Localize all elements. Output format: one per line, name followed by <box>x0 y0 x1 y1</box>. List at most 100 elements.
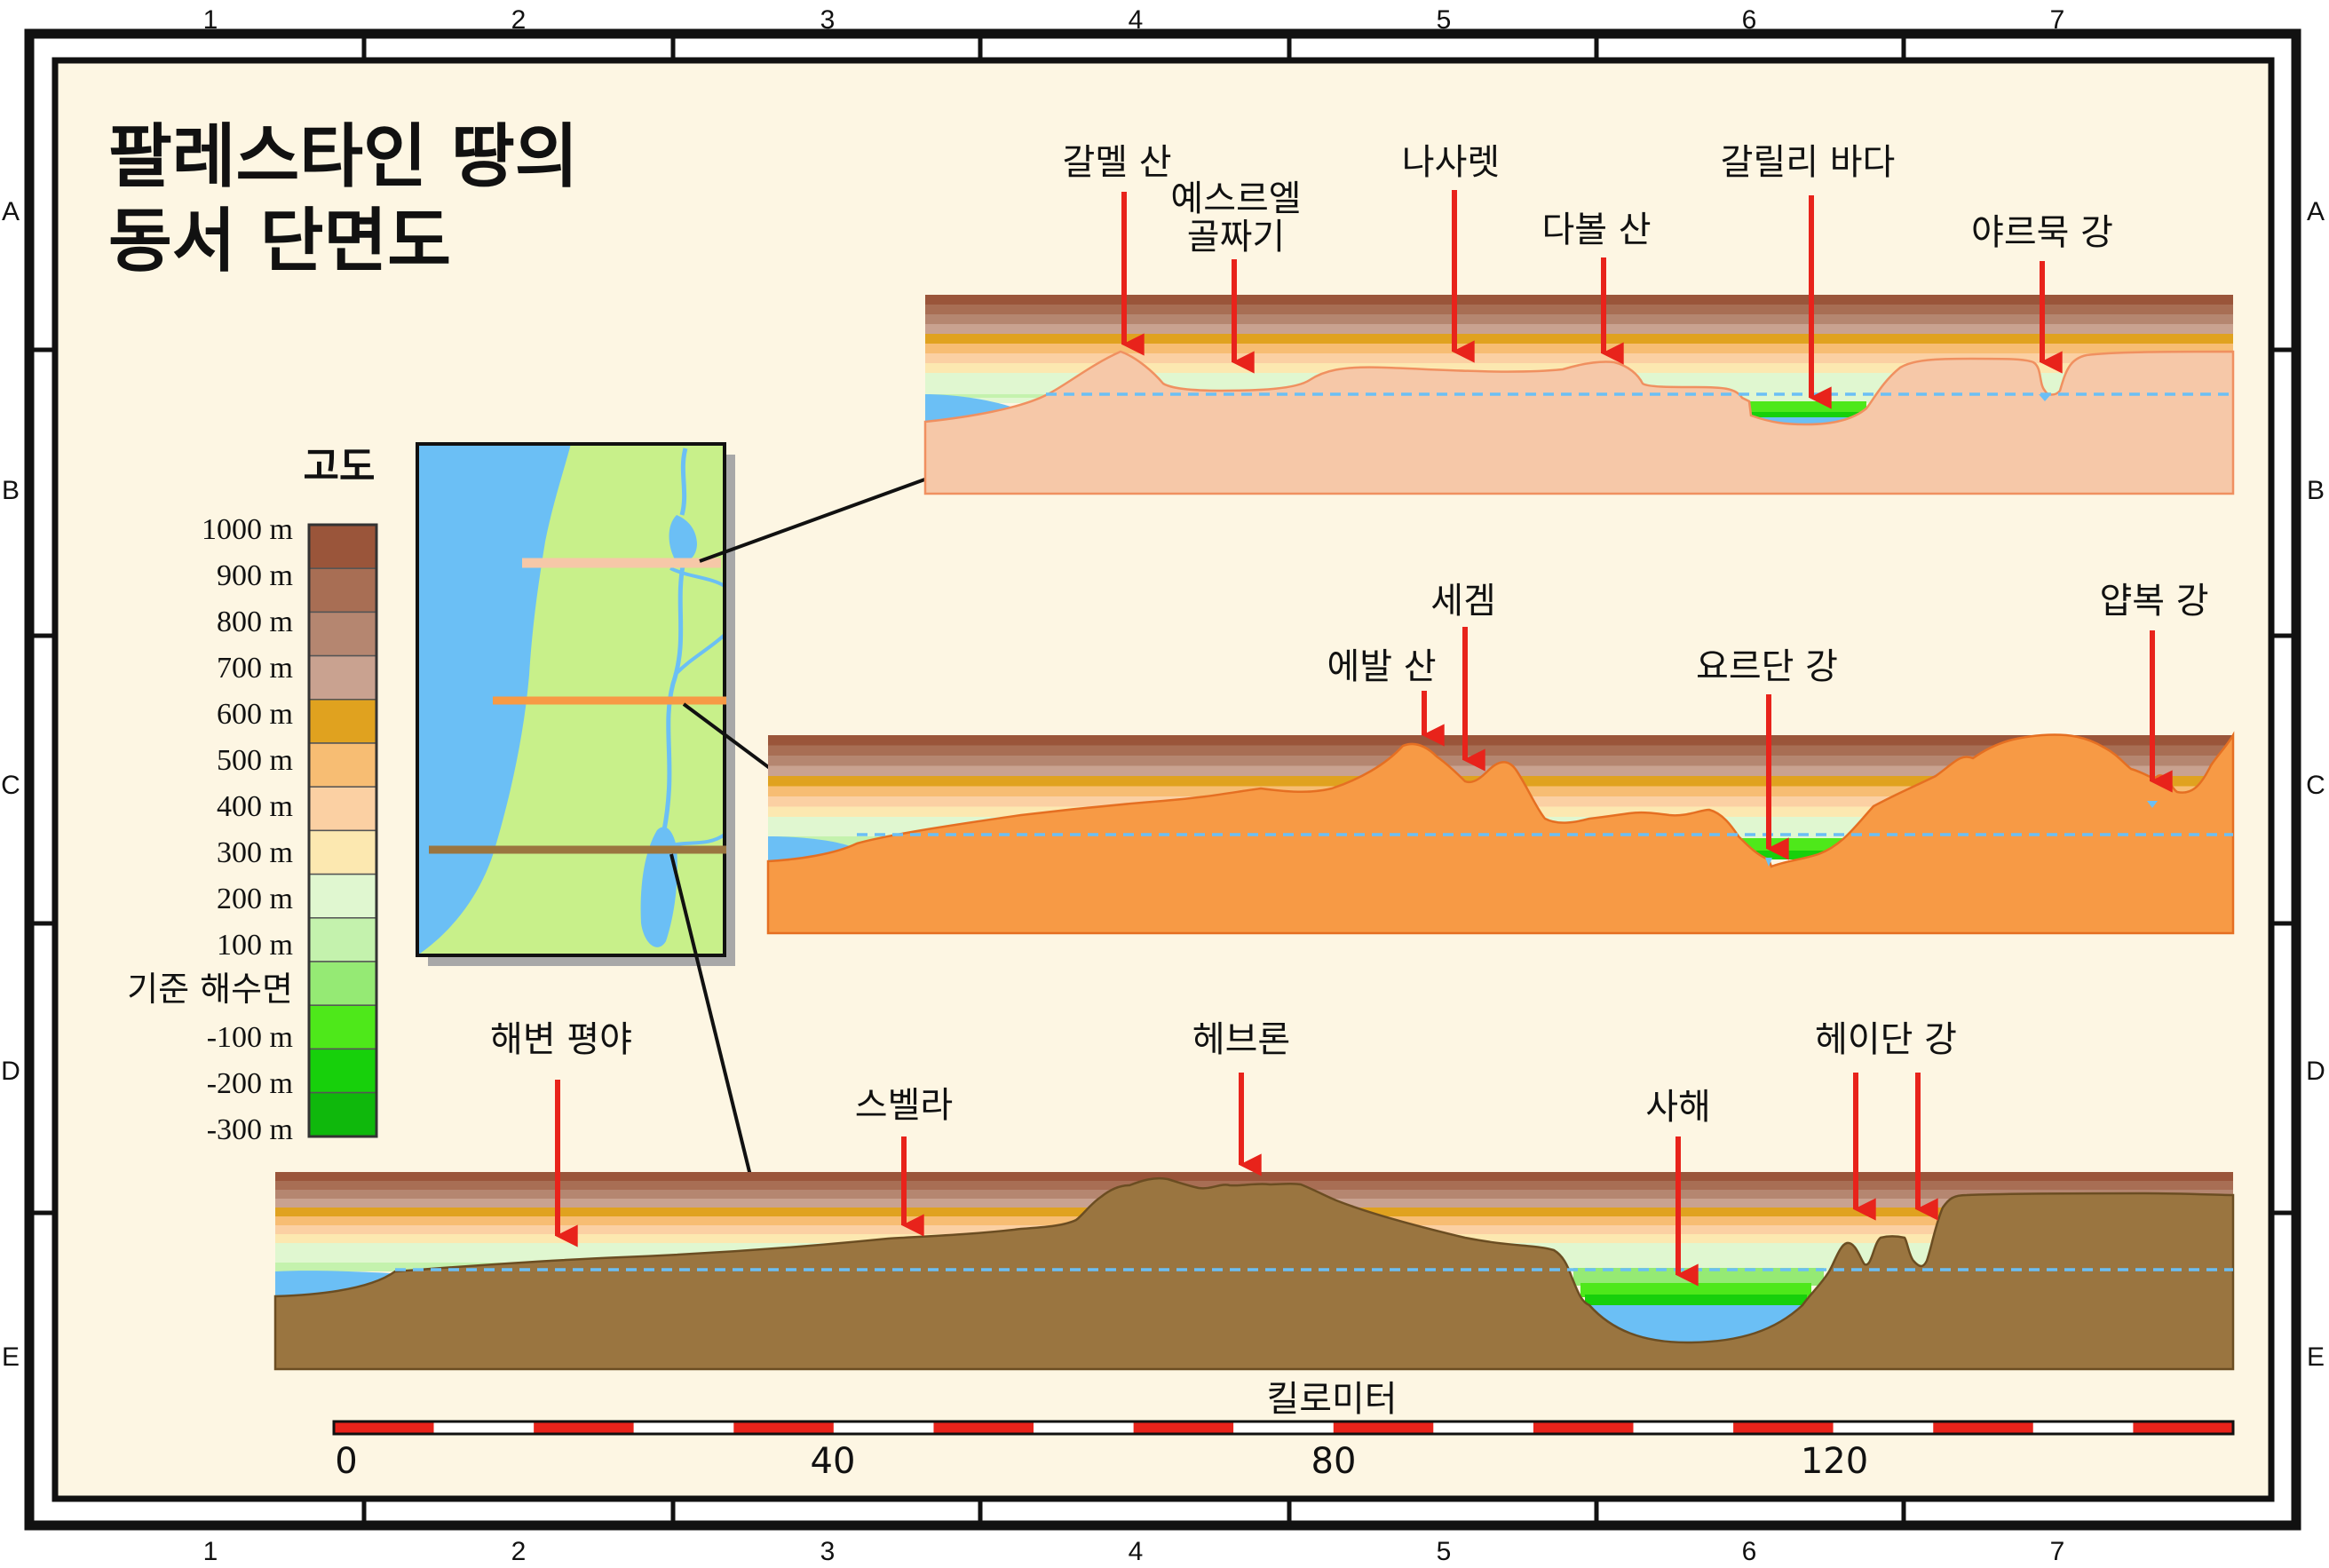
legend-swatch-12 <box>308 1048 377 1094</box>
bandsSouth-band-0 <box>275 1172 2233 1182</box>
grid-ticks <box>29 34 2296 1525</box>
label-jezreel-1: 예스르엘 <box>1170 178 1301 219</box>
scale-segment-3 <box>633 1421 734 1434</box>
bandsNorth-band-1 <box>925 305 2233 315</box>
scale-segment-18 <box>2133 1421 2233 1434</box>
grid-col-7: 7 <box>2050 5 2065 35</box>
profile-south-green-2 <box>1585 1295 1807 1305</box>
scale-tick-80: 80 <box>1311 1441 1357 1482</box>
scale-segment-5 <box>833 1421 934 1434</box>
legend-swatch-10 <box>308 961 377 1006</box>
legend-swatch-0 <box>308 524 377 569</box>
legend-swatch-7 <box>308 829 377 875</box>
grid-col-4: 4 <box>1129 5 1144 35</box>
legend-label-300: 300 m <box>217 836 293 869</box>
jordan-river-inset <box>661 447 688 831</box>
profile-south <box>273 1172 2235 1371</box>
legend-label-800: 800 m <box>217 606 293 638</box>
grid-row-a-right: A <box>2307 197 2325 226</box>
grid-row-d-right: D <box>2306 1057 2325 1086</box>
grid-col-2-bottom: 2 <box>511 1537 527 1566</box>
legend-swatch-5 <box>308 742 377 788</box>
legend-swatch-11 <box>308 1004 377 1050</box>
scale-segment-11 <box>1433 1421 1533 1434</box>
scale-segment-0 <box>334 1421 434 1434</box>
scale-tick-40: 40 <box>811 1441 856 1482</box>
grid-row-d: D <box>1 1057 20 1086</box>
title-line-2: 동서 단면도 <box>108 202 451 281</box>
bandsNorth-band-3 <box>925 324 2233 335</box>
scale-segment-17 <box>2032 1421 2134 1434</box>
dead-sea-inset <box>640 827 677 947</box>
scale-segments <box>334 1421 2233 1434</box>
scale-segment-10 <box>1333 1421 1434 1434</box>
legend-label-900: 900 m <box>217 559 293 592</box>
label-nazareth: 나사렛 <box>1402 142 1500 183</box>
scale-segment-9 <box>1233 1421 1334 1434</box>
grid-row-e: E <box>2 1342 20 1372</box>
label-mount-carmel: 갈멜 산 <box>1062 142 1171 183</box>
label-sea-of-galilee: 갈릴리 바다 <box>1721 142 1896 183</box>
scale-segment-6 <box>933 1421 1034 1434</box>
profile-south-land <box>273 1176 2235 1371</box>
legend-label-500: 500 m <box>217 744 293 777</box>
grid-row-e-right: E <box>2307 1342 2325 1372</box>
profile-north-green-2 <box>1749 412 1866 417</box>
grid-col-4-bottom: 4 <box>1129 1537 1144 1566</box>
legend-swatch-6 <box>308 786 377 832</box>
label-hebron: 헤브론 <box>1192 1019 1290 1060</box>
label-mount-ebal: 에발 산 <box>1327 646 1436 687</box>
scale-segment-14 <box>1733 1421 1834 1434</box>
grid-row-a: A <box>2 197 20 226</box>
legend-swatch-9 <box>308 917 377 962</box>
grid-col-5: 5 <box>1437 5 1452 35</box>
legend-label-minus-100: -100 m <box>207 1021 293 1054</box>
label-shephelah: 스벨라 <box>855 1085 953 1126</box>
bandsMiddle-band-1 <box>768 745 2233 756</box>
label-jezreel-2: 골짜기 <box>1187 217 1285 257</box>
grid-col-3: 3 <box>820 5 836 35</box>
profile-south-green-0 <box>1573 1268 1824 1286</box>
title-line-1: 팔레스타인 땅의 <box>108 117 578 197</box>
legend-swatch-13 <box>308 1091 377 1137</box>
scale-segment-7 <box>1034 1421 1134 1434</box>
scale-segment-13 <box>1633 1421 1734 1434</box>
grid-col-1-bottom: 1 <box>203 1537 218 1566</box>
scale-border <box>332 1420 2235 1436</box>
legend-swatch-1 <box>308 567 377 614</box>
legend-label-minus-200: -200 m <box>207 1067 293 1100</box>
legend-swatches <box>308 524 377 1137</box>
legend-label-600: 600 m <box>217 698 293 731</box>
label-jabbok-river: 얍복 강 <box>2099 581 2208 622</box>
grid-column-labels-top: 1 2 3 4 5 6 7 <box>203 5 2065 35</box>
label-shechem: 세겜 <box>1430 581 1496 622</box>
elevation-legend: 고도 1000 m 900 m 800 m 700 m 600 m 500 m … <box>127 444 378 1146</box>
label-jordan-river: 요르단 강 <box>1696 646 1838 687</box>
sea-of-galilee-inset <box>669 515 697 563</box>
bandsNorth-band-6 <box>925 353 2233 364</box>
scale-segment-4 <box>733 1421 834 1434</box>
grid-column-labels-bottom: 1 2 3 4 5 6 7 <box>203 1537 2065 1566</box>
grid-col-6-bottom: 6 <box>1742 1537 1757 1566</box>
grid-row-labels-left: A B C D E <box>1 197 20 1372</box>
label-coastal-plain: 해변 평야 <box>490 1019 632 1060</box>
bandsMiddle-band-0 <box>768 735 2233 746</box>
grid-col-7-bottom: 7 <box>2050 1537 2065 1566</box>
bandsNorth-band-4 <box>925 334 2233 344</box>
profile-middle-annotations: 에발 산 세겜 요르단 강 얍복 강 <box>1327 581 2209 860</box>
scale-segment-1 <box>433 1421 535 1434</box>
legend-swatch-4 <box>308 699 377 744</box>
scale-segment-12 <box>1533 1421 1634 1434</box>
profile-north-land <box>923 350 2235 495</box>
scale-bar: 킬로미터 0 40 80 120 <box>332 1379 2235 1482</box>
profile-north-yarmuk-water <box>2039 394 2051 401</box>
legend-label-1000: 1000 m <box>202 513 293 546</box>
profile-middle-jabbok-water <box>2147 801 2158 808</box>
profile-south-sea <box>275 1271 391 1296</box>
bandsMiddle-band-2 <box>768 756 2233 766</box>
legend-swatch-3 <box>308 654 377 701</box>
scale-tick-120: 120 <box>1801 1441 1868 1482</box>
grid-col-6: 6 <box>1742 5 1757 35</box>
legend-swatch-8 <box>308 873 377 919</box>
